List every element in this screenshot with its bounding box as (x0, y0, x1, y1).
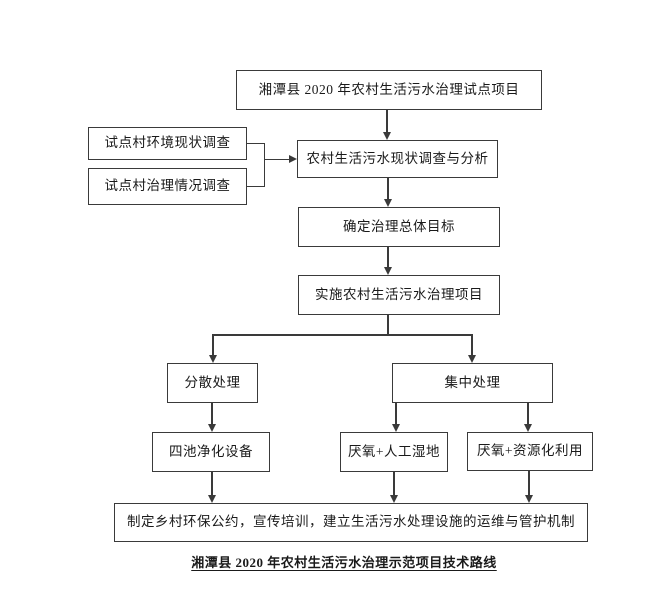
diagram-caption: 湘潭县 2020 年农村生活污水治理示范项目技术路线 (191, 555, 497, 570)
arrowhead-down-icon (208, 355, 217, 363)
flowchart-box-goal: 确定治理总体目标 (298, 207, 500, 247)
arrowhead-down-icon (383, 199, 392, 207)
connector-dispersed-fourpool (211, 403, 213, 424)
arrowhead-down-icon (389, 495, 398, 503)
flowchart-box-gov-survey: 试点村治理情况调查 (88, 168, 247, 205)
flowchart-box-env-survey: 试点村环境现状调查 (88, 127, 247, 160)
arrowhead-down-icon (207, 424, 216, 432)
connector-split-centralized (471, 334, 473, 355)
arrowhead-down-icon (382, 132, 391, 140)
flowchart-box-implement: 实施农村生活污水治理项目 (298, 275, 500, 315)
arrowhead-right-icon (289, 155, 297, 163)
flowchart-box-centralized: 集中处理 (392, 363, 553, 403)
flowchart-box-mechanism: 制定乡村环保公约，宣传培训，建立生活污水处理设施的运维与管护机制 (114, 503, 588, 542)
arrowhead-down-icon (523, 424, 532, 432)
connector-goal-implement (387, 247, 389, 267)
connector-project-analysis (386, 110, 388, 133)
connector-survey-bracket (263, 142, 265, 188)
flowchart-box-resource: 厌氧+资源化利用 (467, 432, 593, 471)
flowchart-box-project: 湘潭县 2020 年农村生活污水治理试点项目 (236, 70, 542, 110)
arrowhead-down-icon (467, 355, 476, 363)
connector-split-dispersed (212, 334, 214, 355)
flowchart-box-wetland: 厌氧+人工湿地 (340, 432, 448, 472)
connector-resource-mechanism (528, 471, 530, 495)
connector-analysis-goal (387, 178, 389, 199)
arrowhead-down-icon (383, 267, 392, 275)
connector-gov-survey-stub (247, 185, 265, 188)
arrowhead-down-icon (207, 495, 216, 503)
flowchart-box-analysis: 农村生活污水现状调查与分析 (297, 140, 498, 178)
flowchart-box-four-pool: 四池净化设备 (152, 432, 270, 472)
connector-split-bar (212, 334, 473, 336)
connector-fourpool-mechanism (211, 472, 213, 495)
connector-wetland-mechanism (393, 472, 395, 495)
arrowhead-down-icon (391, 424, 400, 432)
arrowhead-down-icon (524, 495, 533, 503)
connector-implement-split (387, 315, 389, 335)
connector-env-survey-stub (247, 142, 265, 145)
connector-centralized-resource (527, 403, 529, 424)
connector-centralized-wetland (395, 403, 397, 424)
flowchart-box-dispersed: 分散处理 (167, 363, 258, 403)
connector-bracket-analysis (264, 158, 289, 161)
